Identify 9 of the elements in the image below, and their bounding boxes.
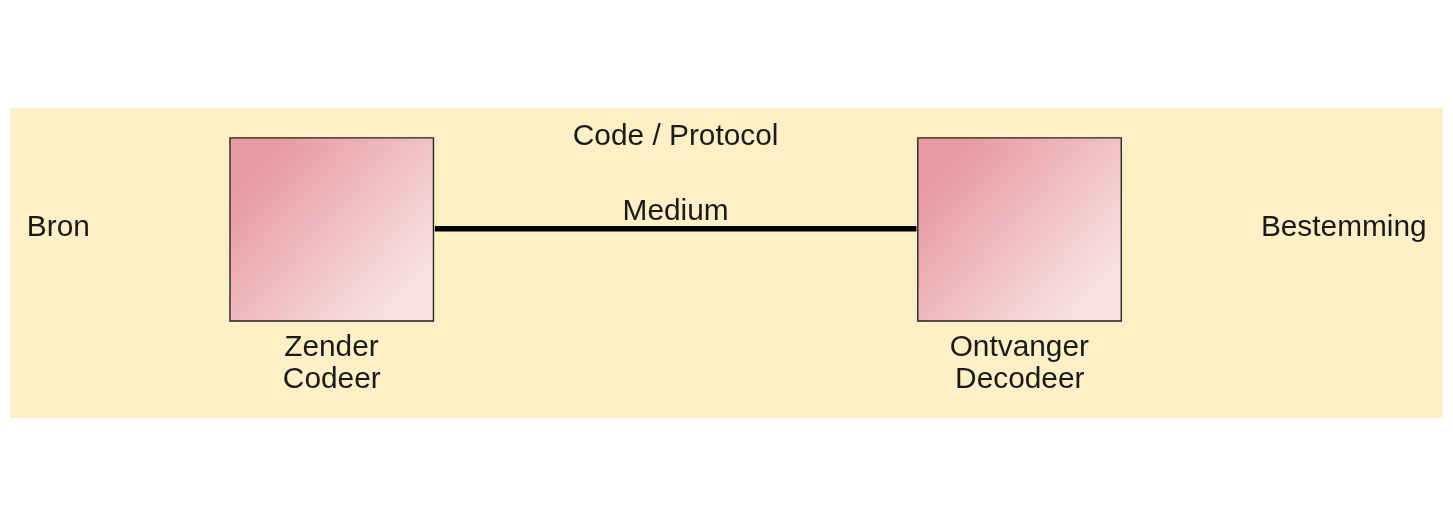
node-label: Ontvanger — [949, 328, 1089, 362]
connector — [434, 226, 917, 232]
label: Bron — [26, 209, 90, 243]
node-label: Decodeer — [955, 361, 1085, 395]
edge-label: Medium — [622, 193, 729, 227]
label: Bestemming — [1260, 209, 1427, 243]
node-label: Codeer — [282, 361, 381, 395]
label: Code / Protocol — [572, 118, 779, 152]
node-label: Zender — [284, 328, 379, 362]
